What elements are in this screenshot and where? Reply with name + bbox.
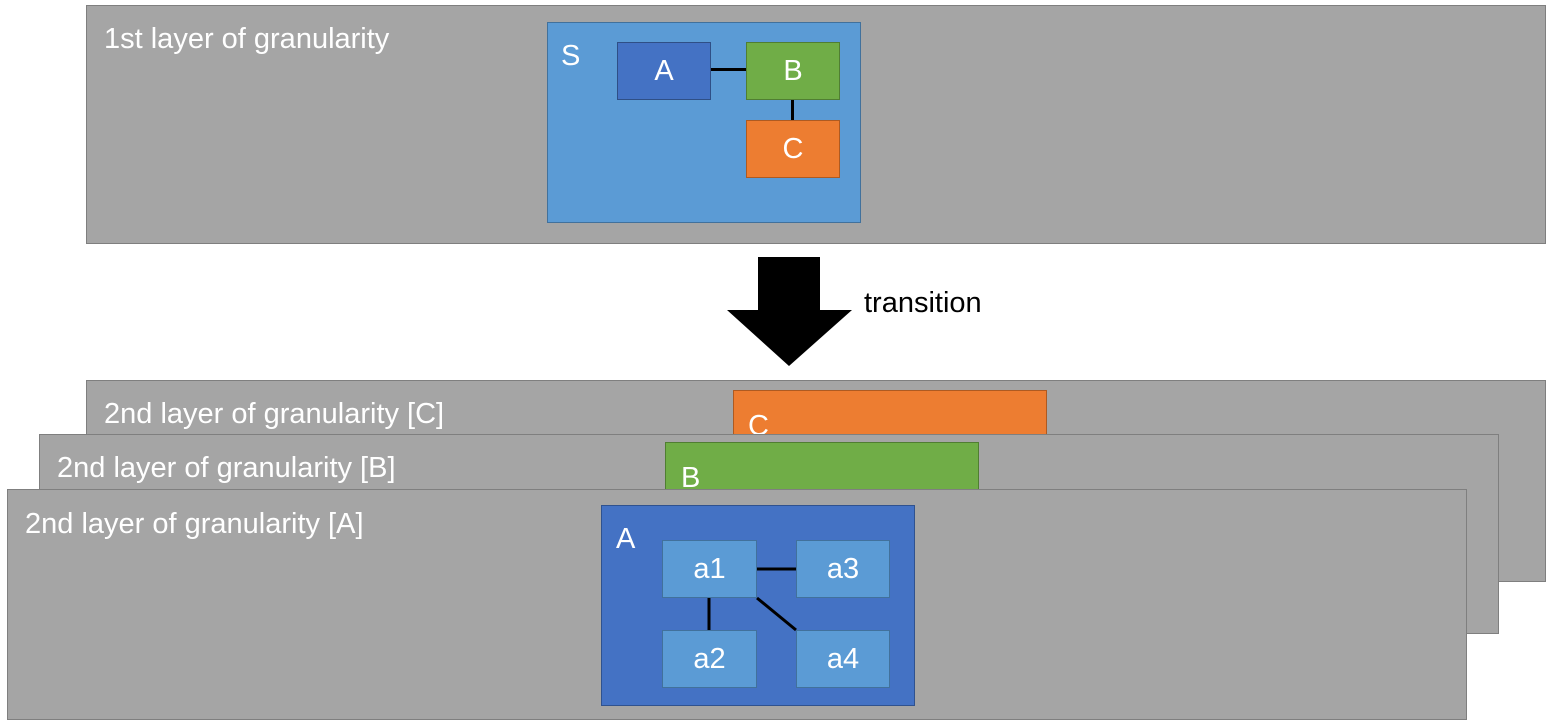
system-b-label: B — [681, 462, 701, 494]
system-a-label: A — [616, 523, 636, 555]
node-c: C — [746, 120, 840, 178]
layer1-title: 1st layer of granularity — [104, 23, 390, 55]
connector-a1-a4 — [756, 596, 797, 632]
node-a2: a2 — [662, 630, 757, 688]
layer2-a-title: 2nd layer of granularity [A] — [25, 508, 364, 540]
system-s-label: S — [561, 40, 581, 72]
node-a: A — [617, 42, 711, 100]
transition-label: transition — [864, 287, 982, 319]
layer2-c-title: 2nd layer of granularity [C] — [104, 398, 445, 430]
connector-b-c — [791, 99, 794, 120]
connector-a-b — [711, 68, 746, 71]
node-b: B — [746, 42, 840, 100]
node-a1: a1 — [662, 540, 757, 598]
system-c-label: C — [748, 410, 769, 442]
node-a4: a4 — [796, 630, 890, 688]
layer2-b-title: 2nd layer of granularity [B] — [57, 452, 396, 484]
down-arrow-icon — [727, 257, 852, 366]
node-a3: a3 — [796, 540, 890, 598]
